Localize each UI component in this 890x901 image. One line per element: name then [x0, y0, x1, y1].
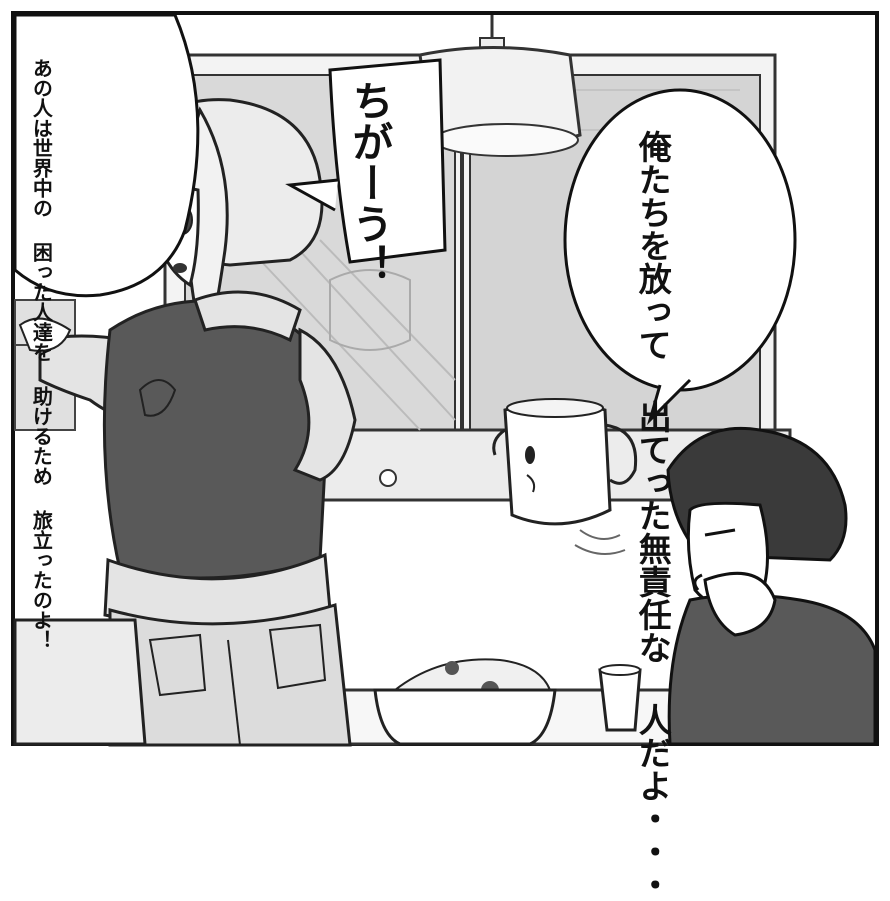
drinking-glass [598, 664, 642, 732]
teapot-eye [525, 446, 535, 464]
speech-balloon-left [13, 13, 200, 298]
speech-text-girl: あの人は世界中の 困った人達を 助けるため 旅立ったのよ！ [29, 58, 54, 650]
window-latch [379, 469, 397, 487]
speech-balloon-right [563, 88, 797, 426]
ceiling-lamp [418, 15, 582, 157]
shout-text-girl: ちがーう！ [344, 80, 393, 285]
teapot-character [492, 398, 638, 555]
chair-left [13, 618, 147, 746]
salad-bowl [373, 658, 557, 746]
boy-character [666, 426, 877, 746]
speech-text-boy: 俺たちを放って 出てった無責任な 人だよ・・・ [633, 130, 673, 901]
shout-box [285, 58, 447, 264]
comic-panel [11, 11, 879, 747]
